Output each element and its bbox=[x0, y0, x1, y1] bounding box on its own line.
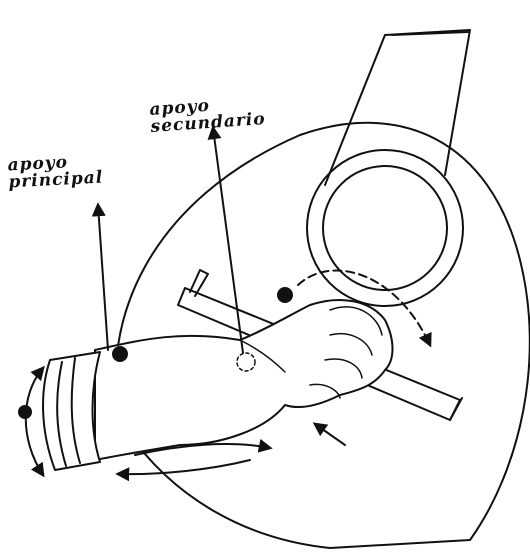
wrist-rotation-arrow bbox=[26, 368, 43, 475]
thumb-pressure-arrow bbox=[315, 424, 345, 445]
label-main-line2: principal bbox=[8, 170, 104, 192]
leader-line-secondary bbox=[213, 128, 243, 353]
upper-arm-handle bbox=[325, 30, 470, 185]
sleeve-cuff bbox=[43, 352, 100, 470]
hand bbox=[95, 300, 393, 460]
main-support-point bbox=[113, 347, 127, 361]
leader-line-main bbox=[98, 205, 108, 350]
label-main-support: apoyo principal bbox=[7, 153, 103, 192]
ring bbox=[307, 150, 463, 306]
forearm-arrow-bottom bbox=[118, 460, 250, 474]
label-secondary-support: apoyo secundario bbox=[149, 94, 266, 136]
ring-rotation-dot bbox=[278, 288, 292, 302]
